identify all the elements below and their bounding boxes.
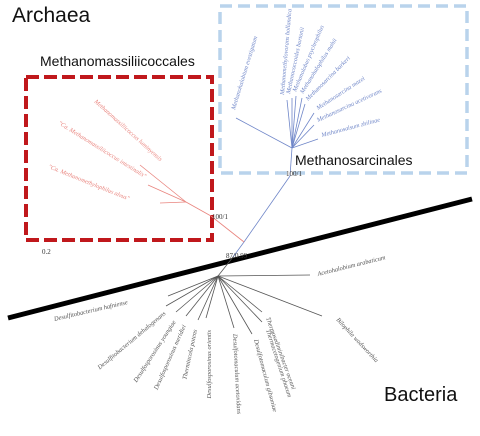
sarc-branch — [291, 103, 306, 149]
support-root-node: 87/0.99 — [226, 252, 248, 260]
mass-internal-branch — [185, 201, 212, 217]
taxon-label-bacteria: Desulfosporosinus orientis — [206, 329, 213, 399]
taxon-label-methanosarcinales: Methanosalsum zhilinae — [320, 116, 381, 139]
taxon-label-bacteria: Acetohalobium arabaticum — [316, 254, 387, 278]
bact-branch — [205, 275, 219, 319]
bact-branch — [197, 275, 219, 321]
sarc-internal-branch — [289, 147, 293, 177]
bact-branch — [175, 275, 219, 313]
taxon-label-bacteria: Bilophila wadsworthia — [335, 317, 380, 365]
bact-stem-branch — [217, 256, 234, 277]
methanomassiliicoccales-label: Methanomassiliicoccales — [40, 53, 195, 69]
bact-branch — [167, 275, 219, 297]
archaea-stem-branch — [232, 175, 291, 258]
mass-branch — [147, 184, 187, 203]
support-methanomass-node: 100/1 — [212, 213, 228, 221]
sarc-branch — [291, 124, 315, 149]
bacteria-title: Bacteria — [384, 384, 458, 406]
sarc-branch — [291, 138, 319, 149]
mass-branch — [139, 164, 187, 203]
bact-branch — [217, 275, 253, 335]
scale-bar-label: 0.2 — [42, 248, 51, 256]
methanosarcinales-label: Methanosarcinales — [293, 152, 415, 168]
bact-branch — [185, 275, 219, 317]
domain-divider-line — [7, 196, 473, 321]
methanomassiliicoccales-box — [24, 75, 214, 242]
sarc-branch — [291, 95, 297, 149]
bact-branch — [217, 275, 263, 313]
archaea-title: Archaea — [12, 4, 91, 27]
bact-branch — [217, 275, 323, 317]
methanosarcinales-box — [218, 4, 469, 175]
bact-branch — [165, 275, 219, 307]
sarc-branch — [286, 99, 293, 149]
bact-branch — [217, 274, 311, 277]
taxon-label-bacteria: Thermincola potens — [182, 328, 200, 380]
sarc-branch — [291, 97, 303, 149]
taxon-label-methanomassiliicoccales: "Ca. Methanomethylophilus alvus" — [47, 163, 130, 202]
taxon-label-methanosarcinales: Methanohalobium evestigatum — [230, 35, 259, 112]
bact-branch — [217, 275, 235, 329]
mass-branch — [159, 201, 187, 204]
taxon-label-bacteria: Desulfotomaculum acetoxidans — [231, 333, 242, 415]
methanomass-stem-branch — [210, 215, 245, 243]
bact-branch — [217, 275, 263, 323]
support-methanosarc-node: 100/1 — [286, 170, 302, 178]
sarc-branch — [291, 112, 315, 149]
sarc-branch — [235, 117, 293, 149]
